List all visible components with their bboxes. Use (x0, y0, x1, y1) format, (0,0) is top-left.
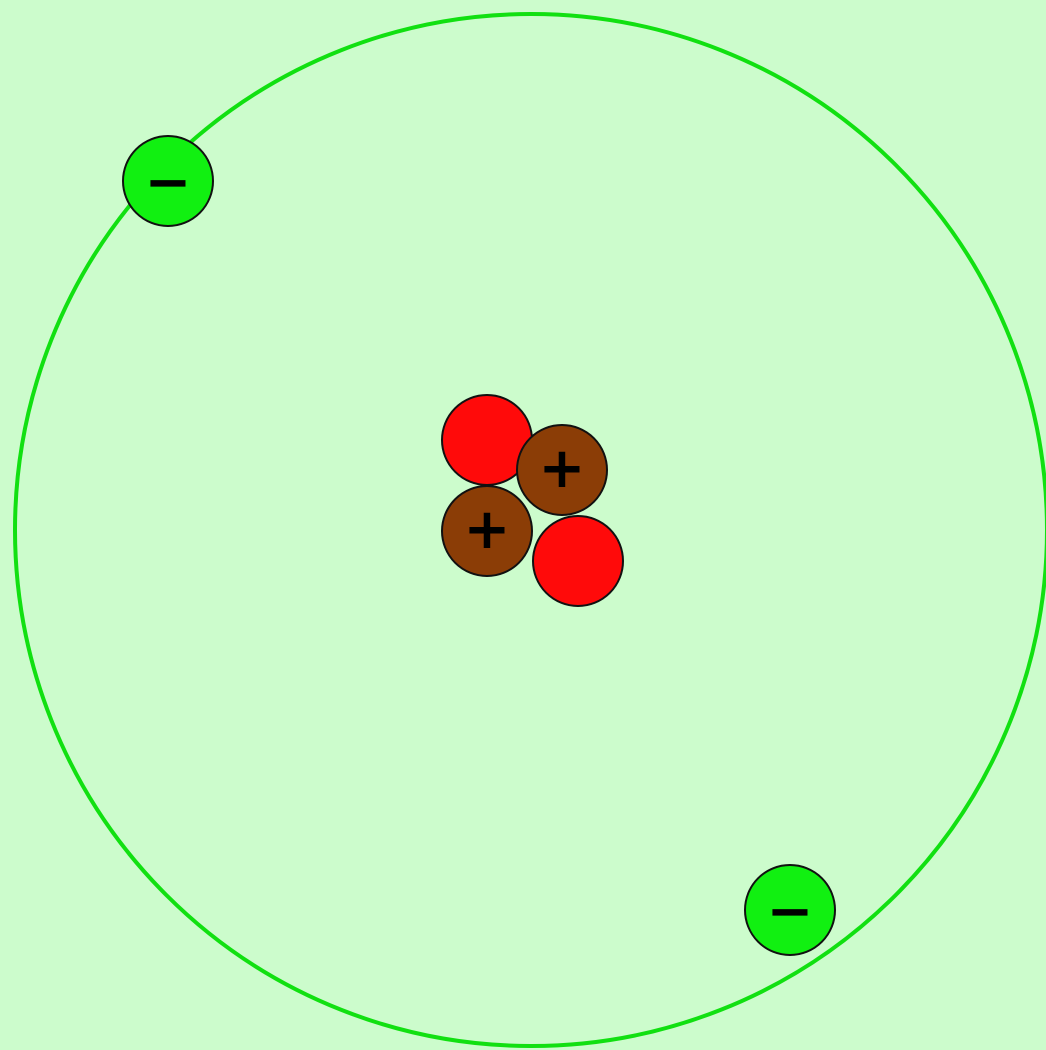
electron-sign: − (145, 150, 192, 215)
neutron (532, 515, 624, 607)
proton: + (516, 424, 608, 516)
electron: − (122, 135, 214, 227)
electron-orbit (13, 12, 1046, 1048)
nucleus: + + (441, 394, 624, 607)
proton-sign: + (539, 436, 586, 501)
proton-sign: + (464, 497, 511, 562)
electron-sign: − (767, 879, 814, 944)
proton: + (441, 485, 533, 577)
electron: − (744, 864, 836, 956)
